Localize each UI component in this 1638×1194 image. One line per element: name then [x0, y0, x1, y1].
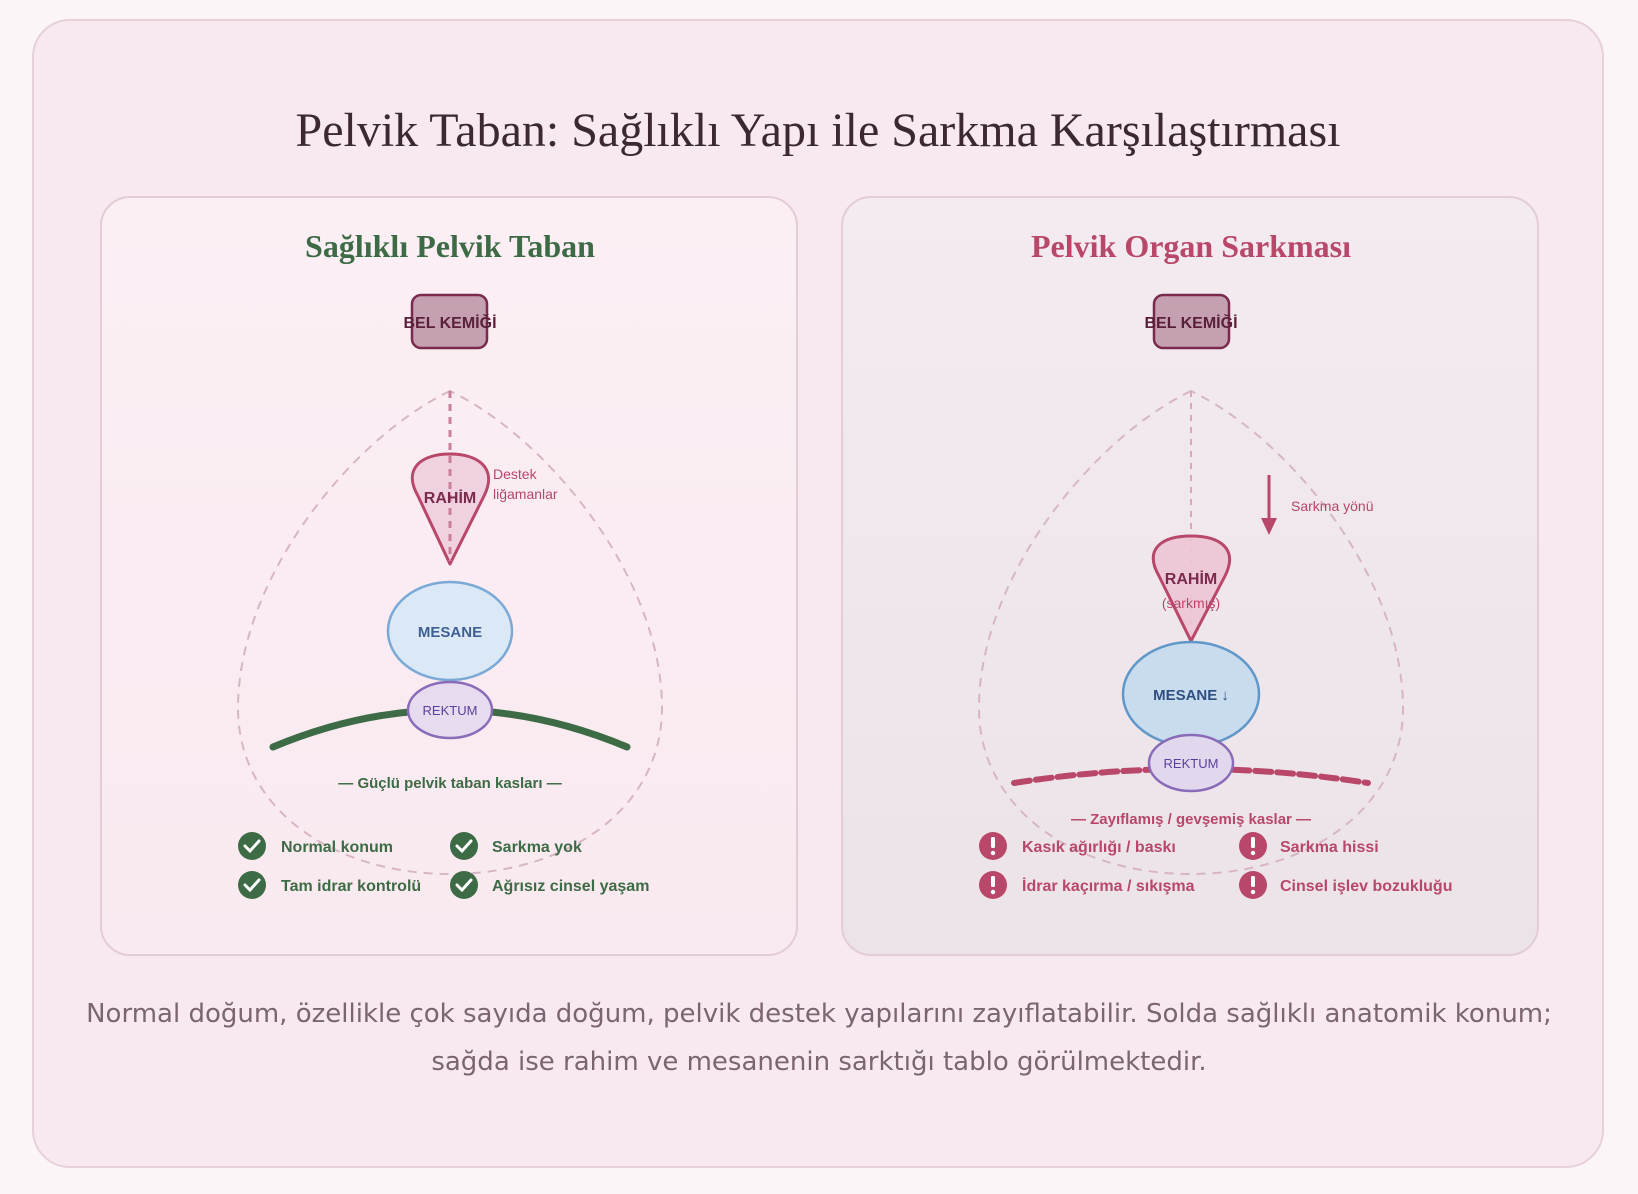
- bladder-shape: [386, 580, 514, 682]
- symptom-item: Cinsel işlev bozukluğu: [1239, 871, 1452, 899]
- caption-line-1: Normal doğum, özellikle çok sayıda doğum…: [86, 999, 1552, 1029]
- rectum-label: REKTUM: [1164, 756, 1219, 771]
- svg-text:İdrar kaçırma / sıkışma: İdrar kaçırma / sıkışma: [1022, 877, 1195, 895]
- healthy-title: Sağlıklı Pelvik Taban: [305, 228, 595, 264]
- alert-icon: [979, 871, 1007, 899]
- muscle-label: — Güçlü pelvik taban kasları —: [338, 775, 561, 792]
- rectum-shape: [1147, 733, 1235, 793]
- svg-text:Cinsel işlev bozukluğu: Cinsel işlev bozukluğu: [1280, 878, 1452, 895]
- check-icon: [450, 871, 478, 899]
- uterus-shape: [1151, 534, 1232, 643]
- uterus-note: (sarkmış): [1162, 595, 1220, 611]
- spine-label: BEL KEMİĞİ: [1144, 313, 1237, 332]
- alert-icon: [1239, 832, 1267, 860]
- symptom-item: Kasık ağırlığı / baskı: [979, 832, 1176, 860]
- healthy-panel: Sağlıklı Pelvik Taban BEL KEMİĞİ RAHİM D…: [100, 196, 798, 956]
- svg-text:Sarkma hissi: Sarkma hissi: [1280, 839, 1379, 856]
- check-icon: [238, 832, 266, 860]
- symptom-item: İdrar kaçırma / sıkışma: [979, 871, 1195, 899]
- bladder-label: MESANE ↓: [1153, 687, 1229, 704]
- healthy-diagram: Sağlıklı Pelvik Taban BEL KEMİĞİ RAHİM D…: [236, 228, 664, 899]
- spine-label: BEL KEMİĞİ: [403, 313, 496, 332]
- svg-text:Normal konum: Normal konum: [281, 839, 393, 856]
- symptom-item: Sarkma hissi: [1239, 832, 1379, 860]
- uterus-label: RAHİM: [424, 489, 476, 507]
- rectum-shape: [406, 680, 494, 740]
- benefit-item: Sarkma yok: [450, 832, 582, 860]
- benefit-item: Ağrısız cinsel yaşam: [450, 871, 649, 899]
- ligament-label-2: liğamanlar: [493, 486, 558, 502]
- page-title: Pelvik Taban: Sağlıklı Yapı ile Sarkma K…: [295, 104, 1341, 157]
- svg-text:Sarkma yok: Sarkma yok: [492, 839, 582, 856]
- ligament-label-1: Destek: [493, 466, 538, 482]
- pelvis-outline: [236, 389, 664, 876]
- check-icon: [238, 871, 266, 899]
- prolapse-panel: Pelvik Organ Sarkması BEL KEMİĞİ RAHİM (…: [841, 196, 1539, 956]
- svg-text:Ağrısız cinsel yaşam: Ağrısız cinsel yaşam: [492, 878, 649, 895]
- benefit-item: Tam idrar kontrolü: [238, 871, 421, 899]
- pelvis-outline: [977, 389, 1405, 876]
- caption: Normal doğum, özellikle çok sayıda doğum…: [80, 990, 1558, 1086]
- uterus-label: RAHİM: [1165, 570, 1217, 588]
- alert-icon: [979, 832, 1007, 860]
- svg-text:Tam idrar kontrolü: Tam idrar kontrolü: [281, 878, 421, 895]
- rectum-label: REKTUM: [423, 703, 478, 718]
- spine-box: [1152, 293, 1231, 350]
- caption-line-2: sağda ise rahim ve mesanenin sarktığı ta…: [431, 1047, 1207, 1077]
- prolapse-diagram: Pelvik Organ Sarkması BEL KEMİĞİ RAHİM (…: [977, 228, 1452, 899]
- prolapse-title: Pelvik Organ Sarkması: [1031, 228, 1351, 264]
- muscle-label: — Zayıflamış / gevşemiş kaslar —: [1071, 811, 1311, 828]
- check-icon: [450, 832, 478, 860]
- alert-icon: [1239, 871, 1267, 899]
- svg-text:Kasık ağırlığı / baskı: Kasık ağırlığı / baskı: [1022, 839, 1176, 856]
- benefit-item: Normal konum: [238, 832, 393, 860]
- spine-box: [410, 293, 489, 350]
- direction-label: Sarkma yönü: [1291, 498, 1373, 514]
- bladder-label: MESANE: [418, 624, 482, 641]
